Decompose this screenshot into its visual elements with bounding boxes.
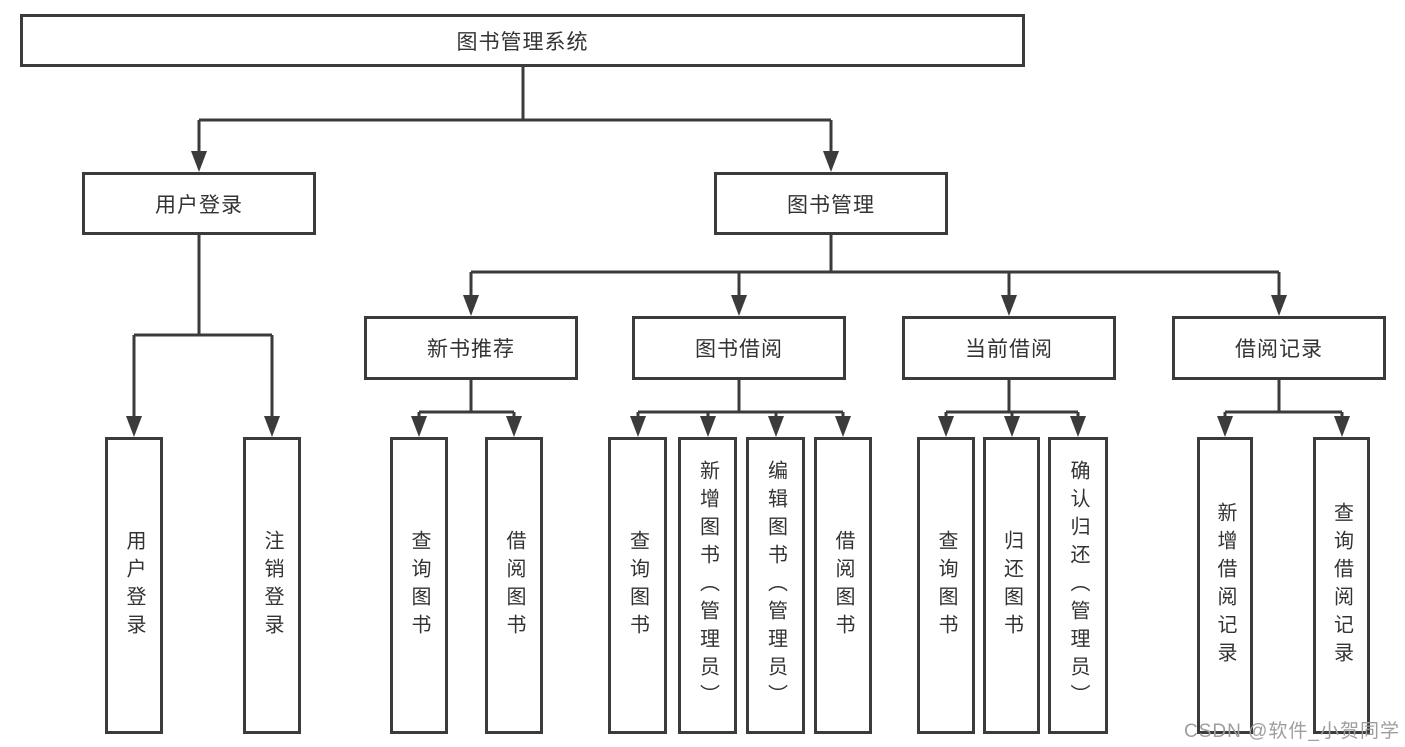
node-label: 新增图书（管理员） — [696, 459, 719, 712]
node-current-borrowing: 当前借阅 — [902, 316, 1116, 380]
leaf-borrow-books-recommend: 借阅图书 — [485, 437, 543, 734]
node-root-library-system: 图书管理系统 — [20, 14, 1025, 67]
leaf-borrow-books: 借阅图书 — [814, 437, 872, 734]
node-label: 注销登录 — [261, 529, 283, 642]
node-label: 用户登录 — [123, 529, 145, 642]
node-new-book-recommend: 新书推荐 — [364, 316, 578, 380]
node-label: 查询图书 — [408, 529, 430, 642]
leaf-confirm-return-admin: 确认归还（管理员） — [1048, 437, 1108, 734]
leaf-return-books: 归还图书 — [983, 437, 1040, 734]
node-label: 查询借阅记录 — [1330, 501, 1353, 670]
leaf-query-borrow-record: 查询借阅记录 — [1313, 437, 1370, 734]
node-label: 借阅记录 — [1235, 338, 1323, 361]
leaf-edit-books-admin: 编辑图书（管理员） — [746, 437, 805, 734]
node-book-borrowing: 图书借阅 — [632, 316, 846, 380]
node-label: 查询图书 — [935, 529, 957, 642]
node-label: 借阅图书 — [503, 529, 525, 642]
node-label: 图书管理系统 — [456, 30, 589, 54]
node-label: 图书管理 — [787, 193, 875, 217]
leaf-query-books-recommend: 查询图书 — [390, 437, 448, 734]
node-label: 当前借阅 — [965, 338, 1053, 361]
leaf-logout: 注销登录 — [243, 437, 301, 734]
node-label: 归还图书 — [1000, 529, 1023, 642]
leaf-query-books-borrow: 查询图书 — [608, 437, 667, 734]
node-borrowing-records: 借阅记录 — [1172, 316, 1386, 380]
node-label: 借阅图书 — [832, 529, 854, 642]
leaf-query-books-current: 查询图书 — [917, 437, 975, 734]
node-label: 确认归还（管理员） — [1067, 459, 1089, 712]
node-label: 查询图书 — [626, 529, 649, 642]
node-label: 编辑图书（管理员） — [764, 459, 787, 712]
node-label: 图书借阅 — [695, 338, 783, 361]
node-label: 新书推荐 — [427, 338, 515, 361]
leaf-user-login: 用户登录 — [105, 437, 163, 734]
arrowheads — [126, 151, 1350, 437]
node-label: 新增借阅记录 — [1214, 501, 1236, 670]
node-user-login: 用户登录 — [82, 172, 316, 235]
leaf-add-books-admin: 新增图书（管理员） — [678, 437, 737, 734]
node-book-management: 图书管理 — [714, 172, 948, 235]
csdn-watermark: CSDN @软件_小贺同学 — [1184, 721, 1400, 742]
node-label: 用户登录 — [155, 193, 243, 217]
leaf-add-borrow-record: 新增借阅记录 — [1197, 437, 1253, 734]
